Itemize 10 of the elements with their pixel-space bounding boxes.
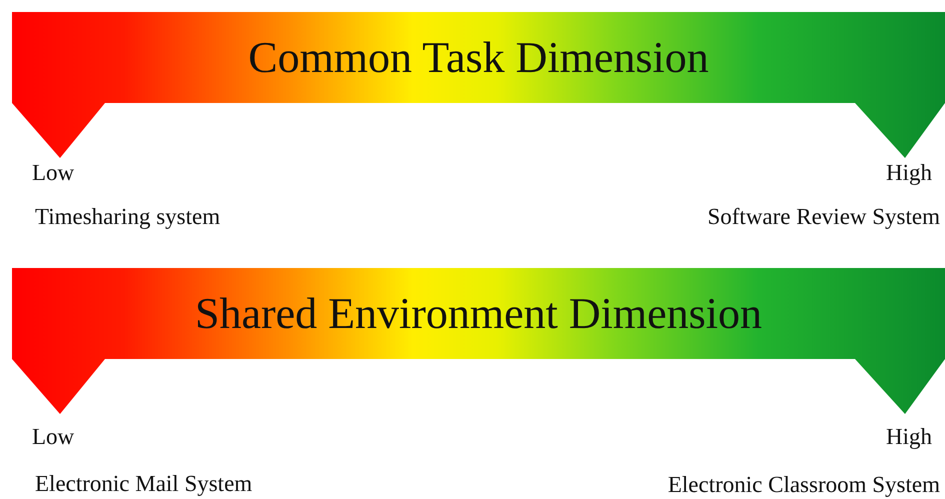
example-label: Software Review System xyxy=(707,204,940,230)
band-title: Common Task Dimension xyxy=(248,32,709,83)
scale-label: Low xyxy=(32,424,74,450)
scale-label: Low xyxy=(32,160,74,186)
example-label: Timesharing system xyxy=(35,204,220,230)
scale-label: High xyxy=(886,160,932,186)
scale-label: High xyxy=(886,424,932,450)
example-label: Electronic Classroom System xyxy=(668,472,940,498)
band-title: Shared Environment Dimension xyxy=(194,288,762,339)
example-label: Electronic Mail System xyxy=(35,471,252,497)
